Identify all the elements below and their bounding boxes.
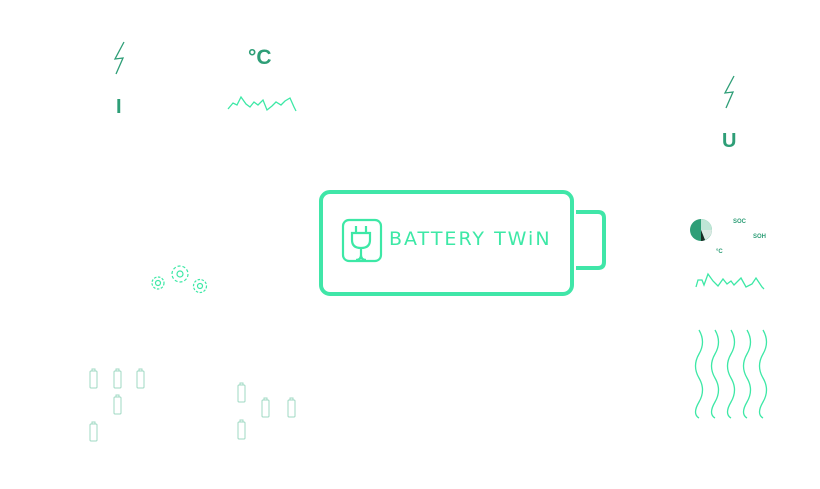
soc-label: SOC [733,219,747,225]
logo-text: BATTERY TWiN [389,228,552,250]
gears-icon [151,265,208,294]
plug-icon [341,218,383,263]
soh-label: SOH [753,234,767,240]
pie-chart-icon [690,219,712,241]
current-label: I [116,96,122,118]
battery-outline [319,190,606,296]
lightning-icon [113,41,125,75]
small-batteries-left [89,368,145,442]
small-batteries-middle [237,382,296,440]
temperature-small-label: °C [716,249,723,255]
wave-chart-icon [695,272,765,290]
wave-chart-icon [227,95,297,112]
lightning-icon [723,75,735,109]
temperature-label: °C [248,46,272,69]
heat-waves-icon [694,329,768,419]
voltage-label: U [722,130,737,152]
